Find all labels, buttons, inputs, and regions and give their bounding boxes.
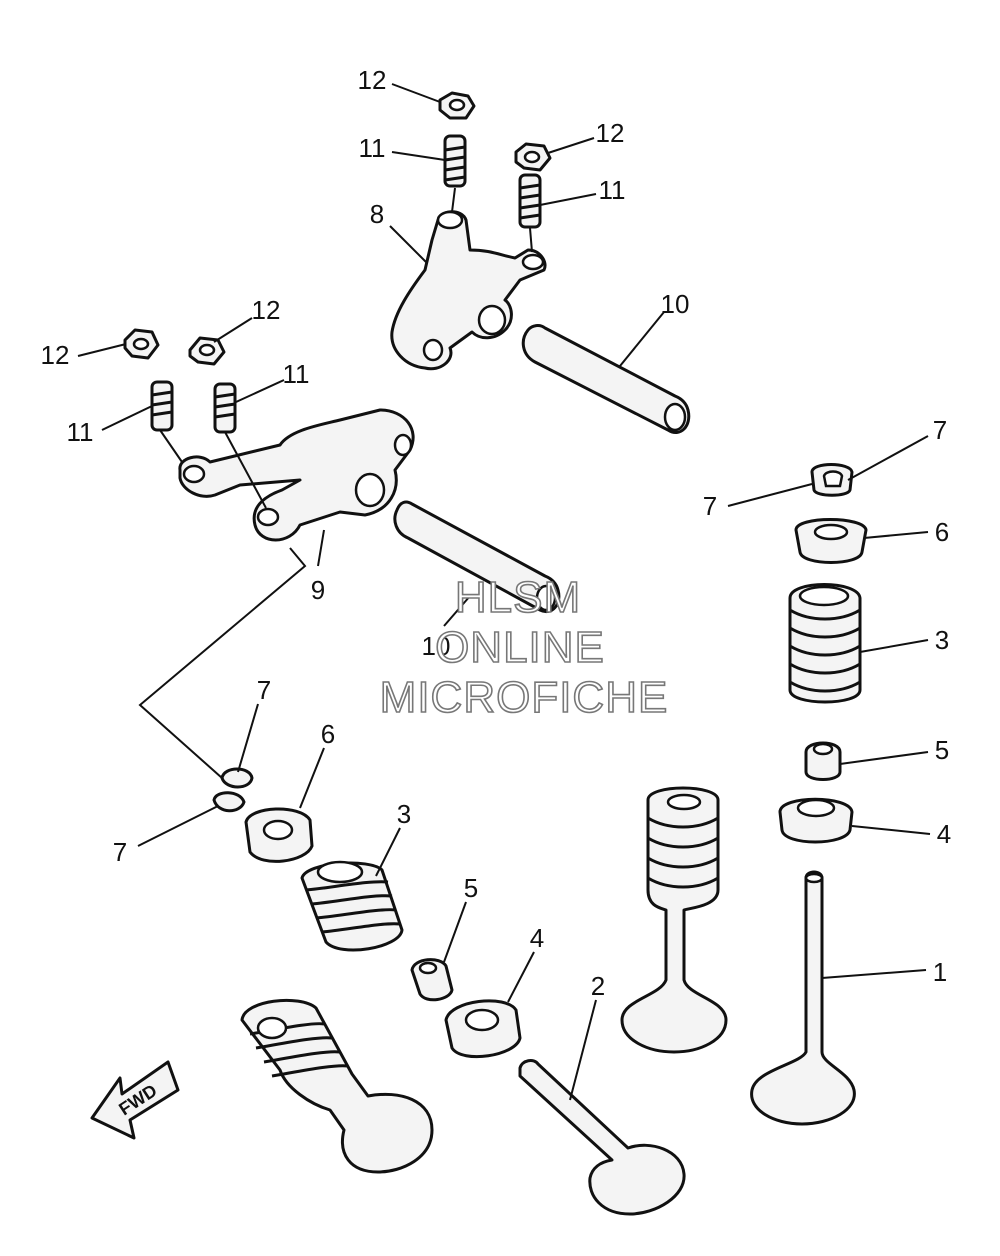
locknut-upper-right[interactable]: [514, 142, 552, 172]
callout-7-19[interactable]: 7: [257, 675, 271, 705]
valve-spring-right[interactable]: [788, 583, 862, 704]
callout-8-4[interactable]: 8: [370, 199, 384, 229]
adjuster-screw-upper-right[interactable]: [518, 173, 542, 229]
callout-11-9[interactable]: 11: [67, 417, 94, 447]
callout-7-22[interactable]: 7: [113, 837, 127, 867]
valve-assembly-left[interactable]: [240, 998, 434, 1174]
callout-6-14[interactable]: 6: [935, 517, 949, 547]
spring-seat-right[interactable]: [778, 797, 854, 844]
rocker-arm-lower[interactable]: [178, 408, 415, 542]
valve-cotter-left-lower[interactable]: [212, 791, 246, 813]
spring-seat-left[interactable]: [444, 999, 522, 1059]
callout-5-16[interactable]: 5: [935, 735, 949, 765]
callout-11-1[interactable]: 11: [359, 133, 386, 163]
valve-cotter-left-upper[interactable]: [220, 767, 254, 789]
callout-12-0[interactable]: 12: [358, 65, 387, 95]
locknut-lower-left[interactable]: [123, 328, 160, 360]
adjuster-screw-lower-right[interactable]: [213, 382, 237, 434]
callout-numbers: 12 11 12 11 8 10 12 12 11 11 9 10 7 7 6 3 5 4 1 7 6 3 7 5 4 2: [41, 65, 952, 1001]
spring-retainer-left[interactable]: [244, 807, 314, 863]
rocker-shaft-lower[interactable]: [393, 500, 561, 613]
watermark-line-3: MICROFICHE: [380, 673, 669, 722]
valve-intake[interactable]: [750, 870, 856, 1126]
callout-7-12[interactable]: 7: [933, 415, 947, 445]
callout-11-8[interactable]: 11: [283, 359, 310, 389]
rocker-arm-upper[interactable]: [390, 210, 547, 371]
valve-spring-left[interactable]: [300, 860, 404, 952]
callout-10-5[interactable]: 10: [661, 289, 690, 319]
callout-3-15[interactable]: 3: [935, 625, 949, 655]
callout-12-2[interactable]: 12: [596, 118, 625, 148]
adjuster-screw-lower-left[interactable]: [150, 380, 174, 432]
valve-exhaust[interactable]: [518, 1059, 686, 1216]
callout-5-23[interactable]: 5: [464, 873, 478, 903]
watermark-line-2: ONLINE: [435, 623, 605, 672]
callout-12-7[interactable]: 12: [41, 340, 70, 370]
callout-9-10[interactable]: 9: [311, 575, 325, 605]
callout-2-25[interactable]: 2: [591, 971, 605, 1001]
valve-stem-seal-left[interactable]: [410, 958, 454, 1002]
locknut-lower-right[interactable]: [188, 336, 226, 366]
callout-4-17[interactable]: 4: [937, 819, 951, 849]
valve-stem-seal-right[interactable]: [804, 741, 842, 781]
locknut-upper-left[interactable]: [438, 91, 476, 120]
adjuster-screw-upper-left[interactable]: [443, 134, 467, 188]
callout-10-11[interactable]: 10: [422, 631, 451, 661]
spring-retainer-right[interactable]: [794, 518, 868, 564]
valve-cotter-right[interactable]: [810, 463, 854, 497]
callout-11-3[interactable]: 11: [599, 175, 626, 205]
leader-lines: [77, 83, 931, 1101]
fwd-arrow-icon: FWD: [90, 1060, 180, 1140]
valve-assembly-middle[interactable]: [620, 786, 728, 1054]
callout-1-18[interactable]: 1: [933, 957, 947, 987]
callout-4-24[interactable]: 4: [530, 923, 544, 953]
callout-3-21[interactable]: 3: [397, 799, 411, 829]
rocker-shaft-upper[interactable]: [521, 324, 691, 434]
callout-12-6[interactable]: 12: [252, 295, 281, 325]
callout-6-20[interactable]: 6: [321, 719, 335, 749]
watermark-line-1: HLSM: [455, 573, 581, 622]
callout-7-13[interactable]: 7: [703, 491, 717, 521]
watermark: HLSM ONLINE MICROFICHE: [379, 572, 669, 723]
